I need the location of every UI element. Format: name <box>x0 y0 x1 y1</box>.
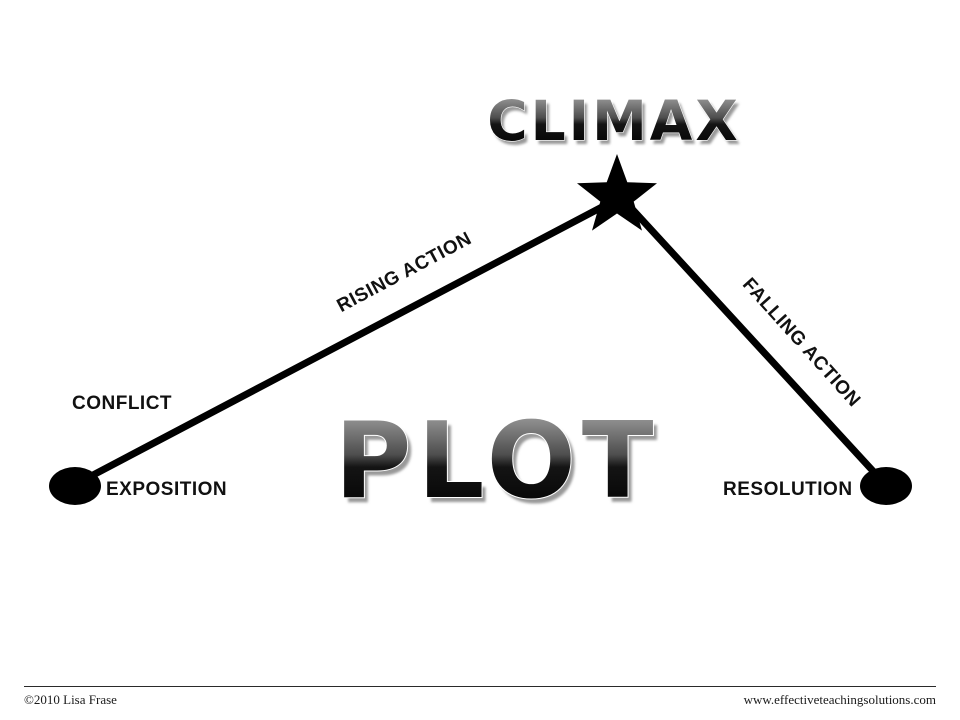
conflict-label: CONFLICT <box>72 393 173 414</box>
rising-action-line <box>72 203 606 488</box>
climax-title-shadow: CLIMAX <box>490 93 744 157</box>
plot-title: PLOT <box>334 400 659 522</box>
resolution-point-icon <box>860 467 912 505</box>
exposition-label: EXPOSITION <box>106 479 228 500</box>
footer-website-link[interactable]: www.effectiveteachingsolutions.com <box>743 692 936 707</box>
footer-copyright: ©2010 Lisa Frase <box>24 692 117 707</box>
plot-title-shadow: PLOT <box>338 405 663 527</box>
footer-divider <box>24 686 936 687</box>
resolution-label: RESOLUTION <box>723 479 853 500</box>
climax-title: CLIMAX <box>487 89 741 153</box>
climax-star-icon <box>577 154 657 231</box>
exposition-point-icon <box>49 467 101 505</box>
falling-action-line <box>629 206 888 487</box>
